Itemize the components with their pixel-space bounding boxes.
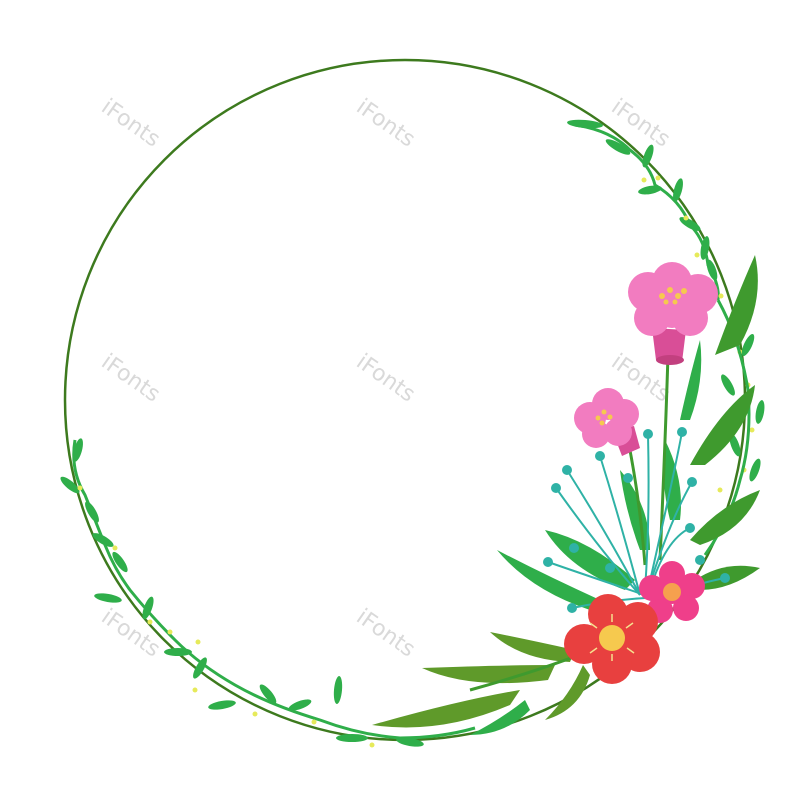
leaf [690,490,760,545]
teal-buds [543,427,730,613]
pink-trumpet-flower-small [574,388,640,456]
leaf [497,550,600,610]
leaf [422,665,555,684]
watermark: iFonts [97,604,165,662]
leaf [372,690,520,728]
red-flower [564,594,660,684]
pink-trumpet-flower-large [628,262,718,365]
vine-right-leaves [721,333,765,482]
watermark: iFonts [97,349,165,407]
leaf [545,530,635,590]
vine-left [72,439,476,740]
watermark: iFonts [352,94,420,152]
vine-top-right-leaves [567,119,718,281]
leaf [545,665,590,720]
leaf [680,340,702,420]
watermark-layer: iFonts iFonts iFonts iFonts iFonts iFont… [97,94,675,662]
vine-left-leaves [60,438,424,747]
leaf [690,385,755,465]
watermark: iFonts [352,349,420,407]
watermark: iFonts [97,94,165,152]
leaf [490,632,575,662]
watermark: iFonts [352,604,420,662]
magenta-flower [639,561,705,623]
leaf [470,700,530,735]
leaf [715,255,758,355]
